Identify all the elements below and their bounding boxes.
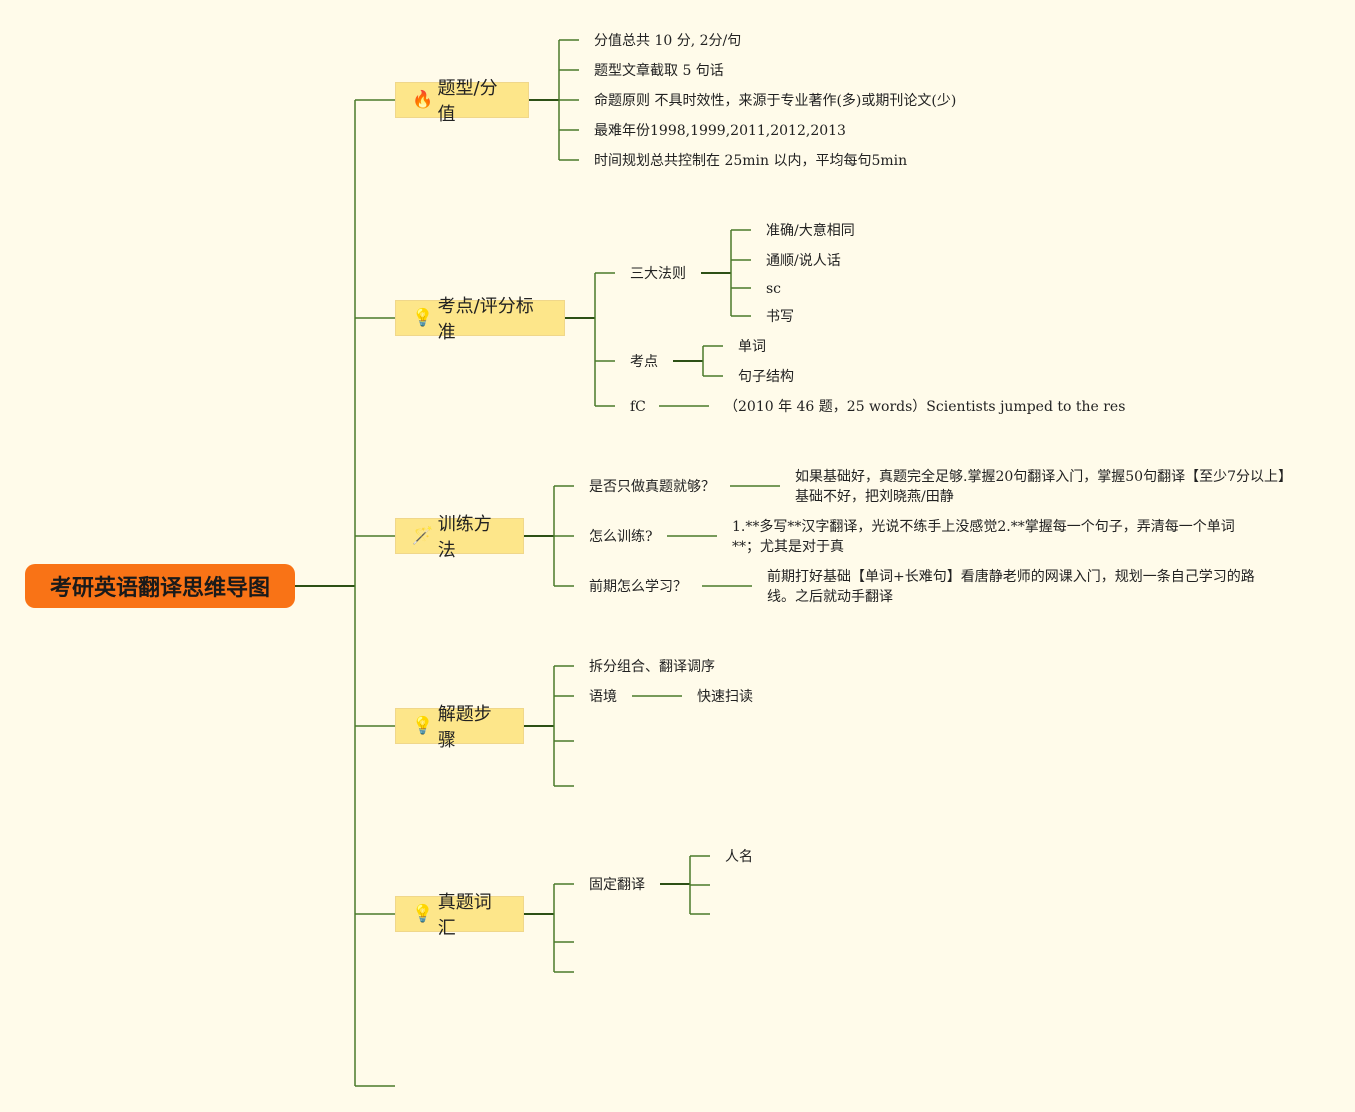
topic-line: 如果基础好，真题完全足够.掌握20句翻译入门，掌握50句翻译【至少7分以上】 [795, 469, 1292, 485]
topic-node[interactable]: 拆分组合、翻译调序 [589, 659, 715, 675]
topic-node[interactable]: 前期怎么学习？ [589, 579, 687, 595]
root-topic[interactable]: 考研英语翻译思维导图 [25, 564, 295, 608]
topic-line: **；尤其是对于真 [732, 539, 844, 555]
topic-line: 基础不好，把刘晓燕/田静 [795, 489, 954, 505]
branch-training-method[interactable]: 🪄 训练方法 [395, 514, 524, 561]
branch-label: 训练方法 [437, 514, 492, 561]
topic-node[interactable]: 考点 [630, 354, 658, 370]
branch-label: 题型/分值 [437, 78, 498, 125]
lightbulb-icon: 💡 [412, 308, 434, 328]
topic-node[interactable]: fC [630, 399, 646, 415]
topic-line: 1.**多写**汉字翻译，光说不练手上没感觉2.**掌握每一个句子，弄清每一个单… [732, 519, 1235, 535]
branch-label: 真题词汇 [437, 892, 492, 939]
topic-node[interactable]: 题型文章截取 5 句话 [594, 63, 724, 79]
fire-icon: 🔥 [412, 90, 434, 110]
topic-node[interactable]: 人名 [725, 849, 753, 865]
topic-node[interactable]: （2010 年 46 题，25 words）Scientists jumped … [724, 399, 1126, 415]
topic-node[interactable]: 单词 [738, 339, 766, 355]
topic-node[interactable]: 三大法则 [630, 266, 686, 282]
topic-node[interactable]: 1.**多写**汉字翻译，光说不练手上没感觉2.**掌握每一个句子，弄清每一个单… [732, 517, 1235, 557]
branch-type-score[interactable]: 🔥 题型/分值 [395, 78, 529, 125]
magic-wand-icon: 🪄 [412, 526, 434, 546]
topic-node[interactable]: 语境 [589, 689, 617, 705]
topic-node[interactable]: 时间规划总共控制在 25min 以内，平均每句5min [594, 153, 908, 169]
lightbulb-icon: 💡 [412, 716, 434, 736]
topic-node[interactable]: 最难年份1998,1999,2011,2012,2013 [594, 123, 846, 139]
topic-node[interactable]: 通顺/说人话 [766, 253, 841, 269]
topic-node[interactable]: 快速扫读 [697, 689, 753, 705]
topic-node[interactable]: 前期打好基础【单词+长难句】看唐静老师的网课入门，规划一条自己学习的路 线。之后… [767, 567, 1255, 607]
branch-exam-vocabulary[interactable]: 💡 真题词汇 [395, 892, 524, 939]
lightbulb-icon: 💡 [412, 904, 434, 924]
topic-node[interactable]: 固定翻译 [589, 877, 645, 893]
topic-node[interactable]: 如果基础好，真题完全足够.掌握20句翻译入门，掌握50句翻译【至少7分以上】 基… [795, 467, 1292, 507]
topic-node[interactable]: 准确/大意相同 [766, 223, 855, 239]
topic-node[interactable]: sc [766, 281, 782, 297]
topic-line: 前期打好基础【单词+长难句】看唐静老师的网课入门，规划一条自己学习的路 [767, 569, 1255, 585]
branch-scoring-criteria[interactable]: 💡 考点/评分标准 [395, 296, 565, 343]
topic-node[interactable]: 命题原则 不具时效性，来源于专业著作(多)或期刊论文(少) [594, 93, 957, 109]
topic-node[interactable]: 是否只做真题就够？ [589, 479, 715, 495]
topic-line: 线。之后就动手翻译 [767, 589, 893, 605]
topic-node[interactable]: 分值总共 10 分, 2分/句 [594, 33, 742, 49]
branch-label: 解题步骤 [437, 704, 492, 751]
topic-node[interactable]: 句子结构 [738, 369, 794, 385]
topic-node[interactable]: 怎么训练? [589, 529, 653, 545]
topic-node[interactable]: 书写 [766, 309, 794, 325]
branch-label: 考点/评分标准 [437, 296, 534, 343]
branch-solving-steps[interactable]: 💡 解题步骤 [395, 704, 524, 751]
